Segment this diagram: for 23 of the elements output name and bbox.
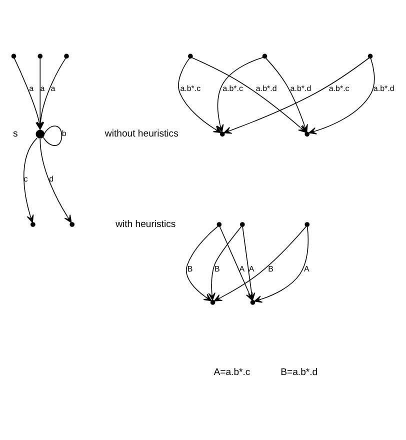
edge-label: A: [248, 264, 254, 274]
edge-label: a: [40, 84, 45, 92]
edge-label: c: [24, 174, 28, 183]
edge-label: d: [49, 174, 54, 183]
label: without heuristics: [104, 128, 178, 140]
edge-label: a.b*.c: [222, 84, 243, 92]
edge-label: a: [29, 84, 34, 92]
edge-label: B: [268, 264, 274, 274]
edge-label: b: [62, 128, 66, 138]
label: with heuristics: [116, 218, 176, 230]
edge-label: B: [187, 264, 193, 274]
label: B=a.b*.d: [280, 366, 318, 378]
label: A=a.b*.c: [214, 366, 250, 378]
edge-label: a.b*.d: [373, 84, 394, 92]
edge-label: B: [214, 264, 220, 274]
edge-label: a.b*.c: [180, 84, 201, 92]
edge-label: A: [304, 264, 310, 274]
node-label: s: [12, 128, 18, 140]
edge-label: a: [50, 84, 56, 92]
edge-label: a.b*.c: [328, 84, 350, 92]
edge-label: a.b*.d: [256, 84, 277, 92]
edge-label: a.b*.d: [290, 84, 312, 92]
edge-label: A: [239, 264, 245, 274]
